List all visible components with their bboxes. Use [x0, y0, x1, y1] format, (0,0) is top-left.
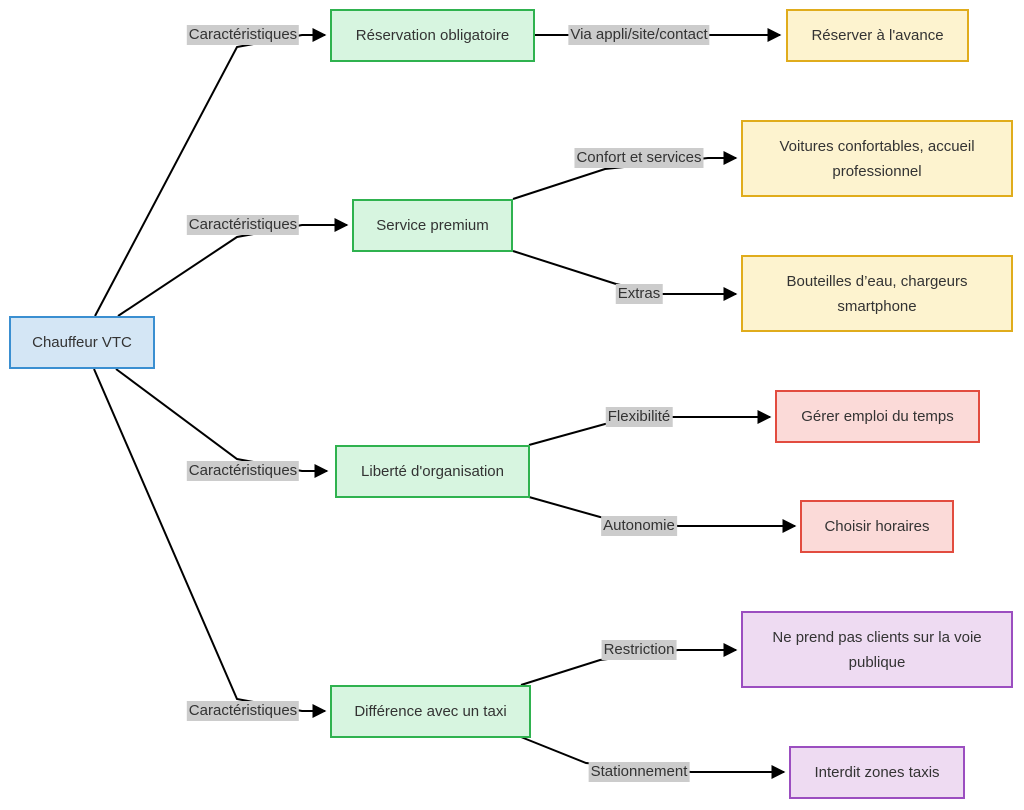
feature-label: Réservation obligatoire [355, 27, 510, 44]
detail-node-zones-taxis[interactable]: Interdit zones taxis [789, 746, 965, 799]
edge-label-caracteristiques: Caractéristiques [186, 25, 300, 45]
root-node[interactable]: Chauffeur VTC [9, 316, 155, 369]
feature-label: Liberté d'organisation [361, 463, 504, 480]
feature-label: Différence avec un taxi [354, 703, 507, 720]
detail-label: Choisir horaires [824, 518, 930, 535]
edge-root-liberte [115, 368, 329, 478]
detail-node-emploi-du-temps[interactable]: Gérer emploi du temps [775, 390, 980, 443]
feature-node-service[interactable]: Service premium [352, 199, 513, 252]
edge-label-confort: Confort et services [574, 148, 704, 168]
edge-label-restriction: Restriction [601, 640, 677, 660]
detail-node-confort[interactable]: Voitures confortables, accueil professio… [741, 120, 1013, 197]
detail-label: Réserver à l'avance [811, 27, 944, 44]
edge-root-service [117, 218, 349, 317]
detail-node-extras[interactable]: Bouteilles d’eau, chargeurs smartphone [741, 255, 1013, 332]
edge-label-autonomie: Autonomie [601, 516, 677, 536]
feature-node-reservation[interactable]: Réservation obligatoire [330, 9, 535, 62]
edge-label-flexibilite: Flexibilité [605, 407, 673, 427]
edge-label-caracteristiques: Caractéristiques [186, 461, 300, 481]
detail-node-horaires[interactable]: Choisir horaires [800, 500, 954, 553]
detail-label: Ne prend pas clients sur la voie publiqu… [772, 628, 982, 671]
edge-root-difference [93, 368, 327, 718]
feature-label: Service premium [376, 217, 489, 234]
detail-label: Voitures confortables, accueil professio… [779, 137, 975, 180]
edge-label-caracteristiques: Caractéristiques [186, 215, 300, 235]
edge-label-caracteristiques: Caractéristiques [186, 701, 300, 721]
feature-node-liberte[interactable]: Liberté d'organisation [335, 445, 530, 498]
feature-node-difference[interactable]: Différence avec un taxi [330, 685, 531, 738]
detail-node-avance[interactable]: Réserver à l'avance [786, 9, 969, 62]
edge-root-reservation [94, 28, 327, 317]
detail-node-restriction[interactable]: Ne prend pas clients sur la voie publiqu… [741, 611, 1013, 688]
edge-label-extras: Extras [615, 284, 663, 304]
detail-label: Interdit zones taxis [814, 764, 940, 781]
edge-label-stationnement: Stationnement [588, 762, 690, 782]
detail-label: Gérer emploi du temps [801, 408, 954, 425]
edge-label-via-appli: Via appli/site/contact [568, 25, 710, 45]
root-label: Chauffeur VTC [32, 334, 132, 351]
detail-label: Bouteilles d’eau, chargeurs smartphone [786, 272, 968, 315]
